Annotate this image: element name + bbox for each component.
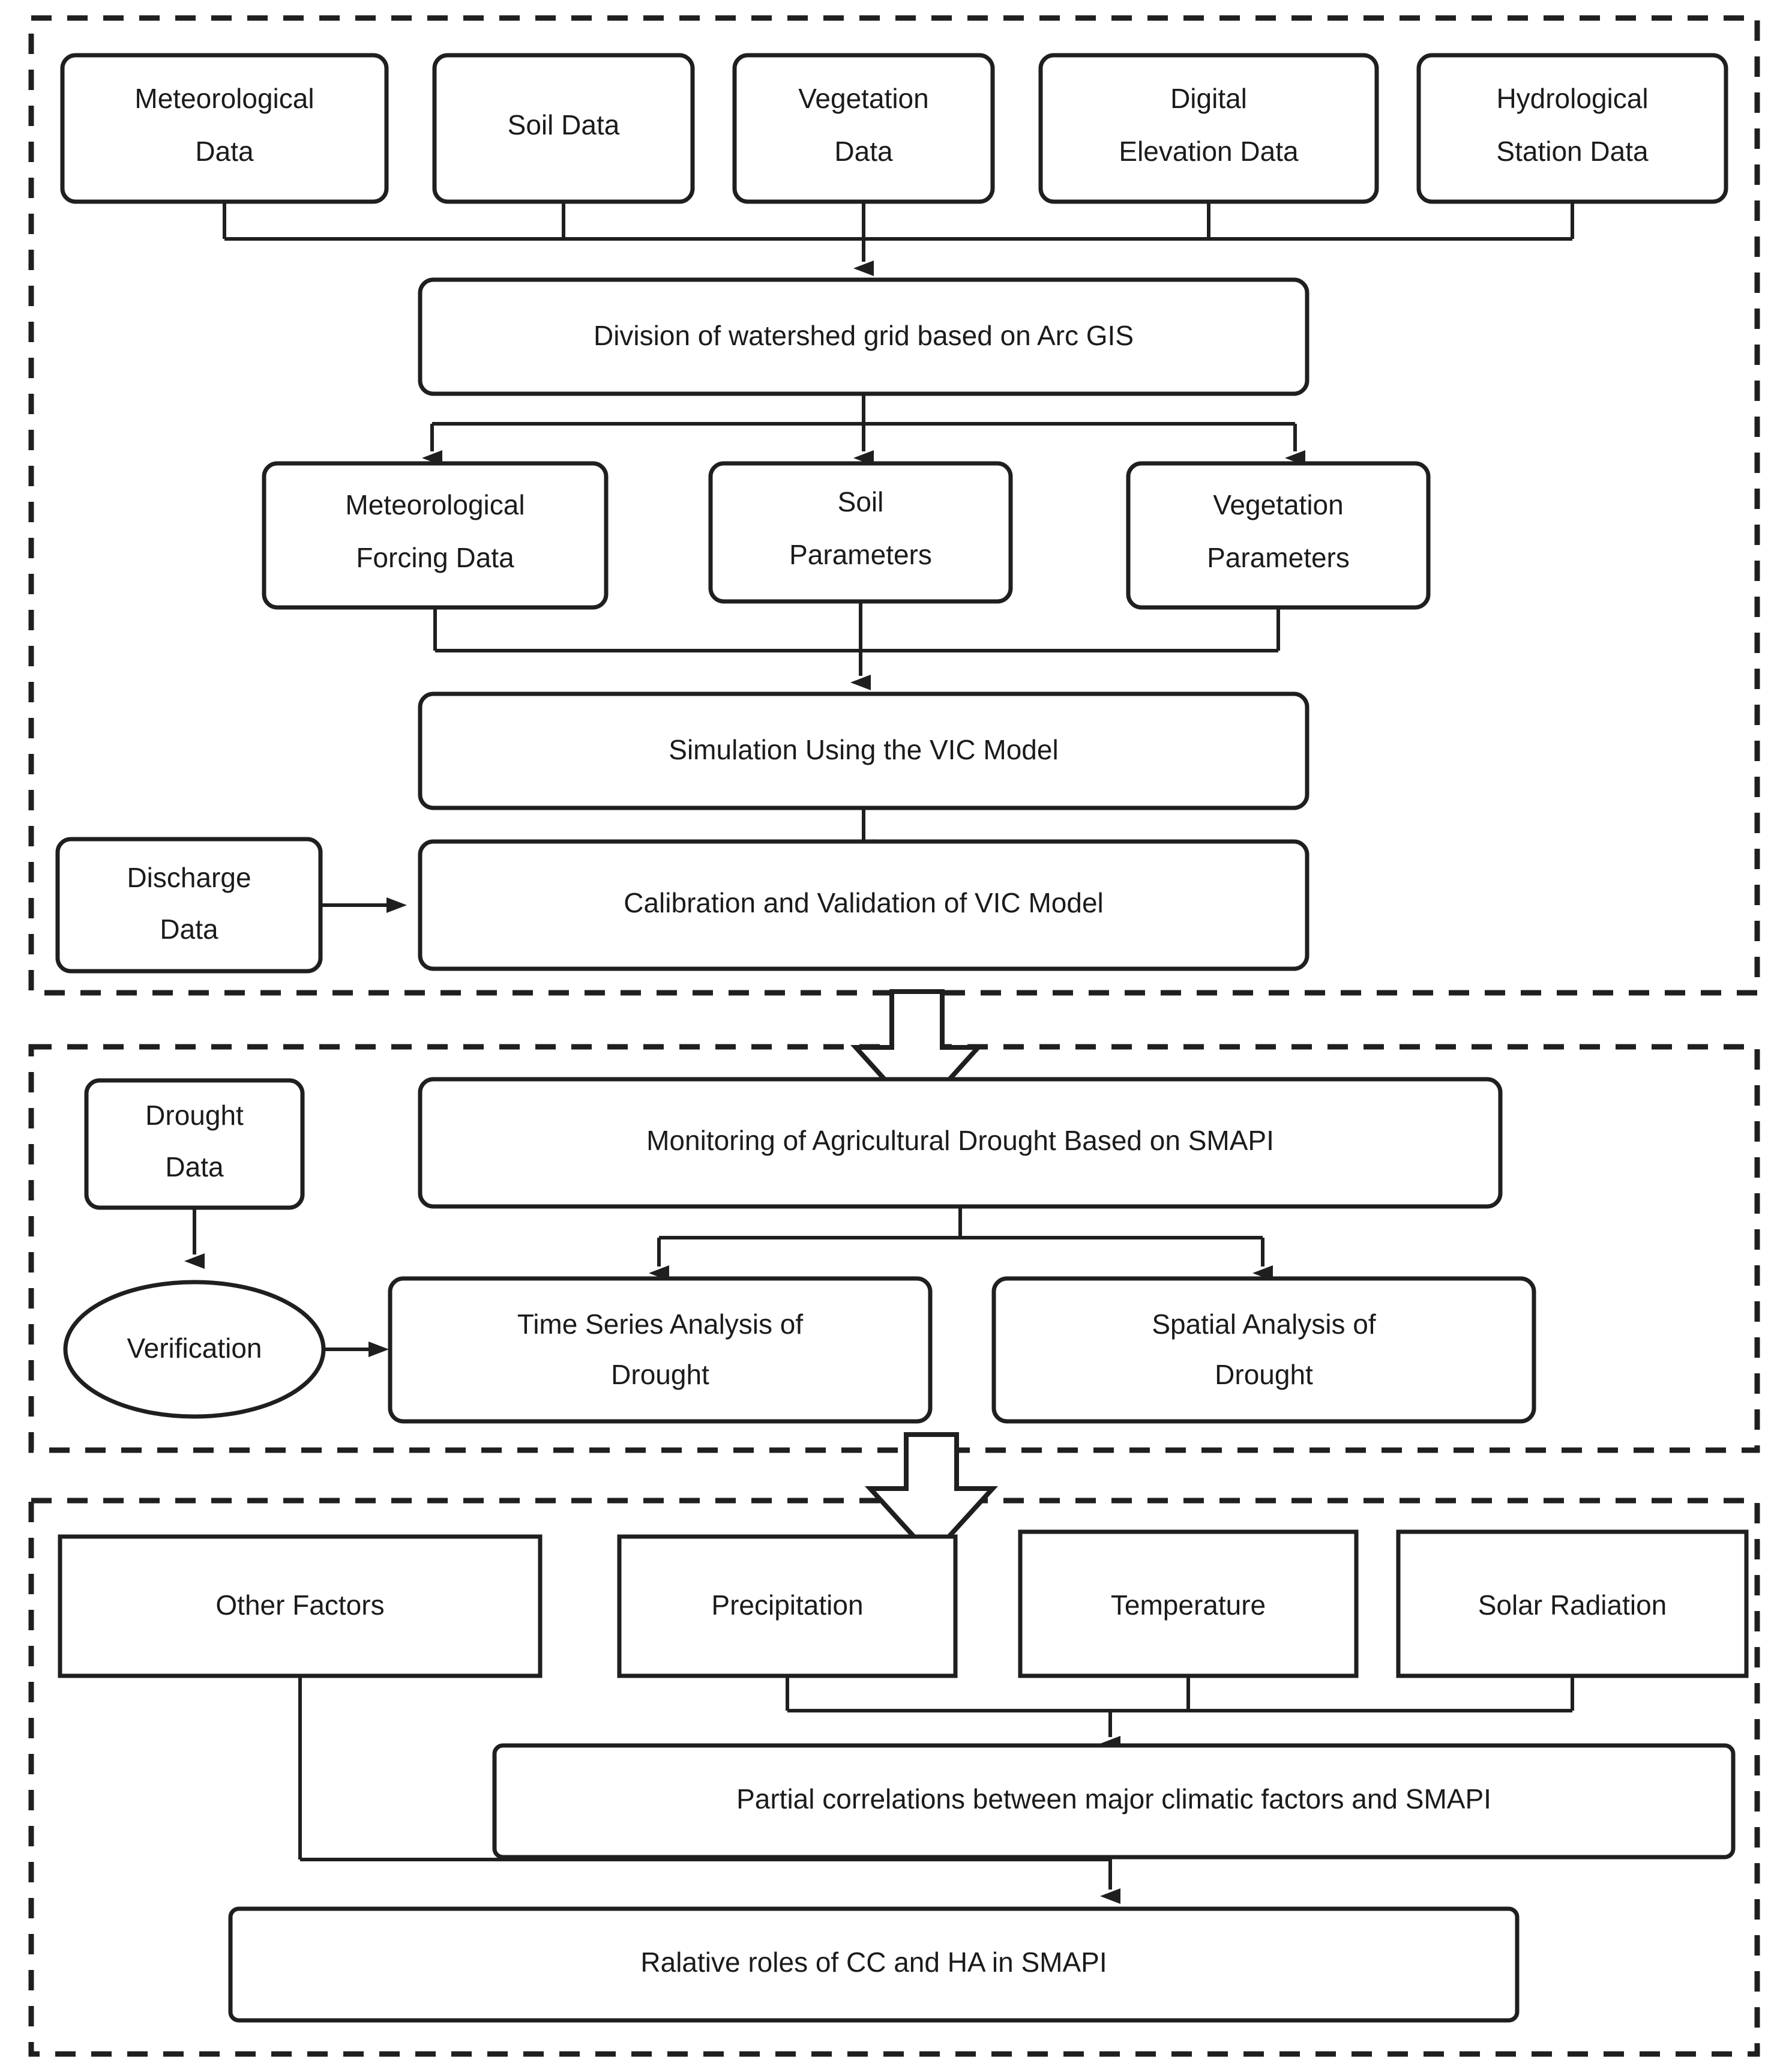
factor-box-temperature[interactable]: Temperature: [1018, 1529, 1359, 1678]
input-label-meteorological-line2: Data: [195, 136, 254, 167]
label-time-series-line1: Time Series Analysis of: [517, 1309, 804, 1340]
connector-monitoring-to-analyses: [649, 1206, 1273, 1281]
connector-climatic-factors-to-partial-correlations: [786, 1676, 1574, 1751]
process-box-spatial-analysis[interactable]: Spatial Analysis of Drought: [991, 1276, 1536, 1424]
input-label-soil-data: Soil Data: [508, 109, 620, 140]
input-box-hydrological-station-data[interactable]: Hydrological Station Data: [1416, 53, 1728, 204]
section-2-border: [28, 1044, 1760, 1453]
label-solar-radiation: Solar Radiation: [1478, 1589, 1667, 1621]
label-partial-correlations: Partial correlations between major clima…: [736, 1783, 1491, 1815]
section-1-border: [28, 15, 1760, 996]
factor-box-other-factors[interactable]: Other Factors: [58, 1534, 543, 1678]
param-label-forcing-line2: Forcing Data: [356, 542, 514, 573]
connector-grid-to-parameters: [422, 394, 1305, 466]
param-label-veg-line2: Parameters: [1207, 542, 1350, 573]
process-box-monitoring-smapi[interactable]: Monitoring of Agricultural Drought Based…: [418, 1077, 1503, 1209]
input-box-soil-data[interactable]: Soil Data: [432, 53, 695, 204]
param-box-vegetation-parameters[interactable]: Vegetation Parameters: [1126, 461, 1431, 610]
discharge-label-line1: Discharge: [127, 862, 251, 893]
connector-discharge-to-calibration: [320, 897, 407, 913]
label-verification: Verification: [127, 1333, 262, 1364]
label-calibration: Calibration and Validation of VIC Model: [624, 887, 1104, 918]
process-box-calibration-validation[interactable]: Calibration and Validation of VIC Model: [418, 839, 1309, 971]
input-box-discharge-data[interactable]: Discharge Data: [55, 837, 323, 974]
factor-box-solar-radiation[interactable]: Solar Radiation: [1396, 1529, 1749, 1678]
input-box-digital-elevation-data[interactable]: Digital Elevation Data: [1038, 53, 1379, 204]
drought-data-label-line1: Drought: [145, 1100, 244, 1131]
connector-parameters-to-simulation: [433, 601, 1280, 690]
param-label-forcing-line1: Meteorological: [345, 489, 525, 520]
label-spatial-line2: Drought: [1215, 1359, 1313, 1390]
process-box-simulation-vic-model[interactable]: Simulation Using the VIC Model: [418, 691, 1309, 810]
process-box-partial-correlations[interactable]: Partial correlations between major clima…: [492, 1743, 1736, 1860]
param-label-soil-line2: Parameters: [789, 539, 932, 570]
label-grid-division: Division of watershed grid based on Arc …: [594, 320, 1134, 351]
input-label-vegetation-line1: Vegetation: [798, 83, 928, 114]
label-spatial-line1: Spatial Analysis of: [1152, 1309, 1376, 1340]
param-box-meteorological-forcing-data[interactable]: Meteorological Forcing Data: [262, 461, 609, 610]
connector-other-factors-to-relative-roles: [298, 1676, 1110, 1861]
section-3-border: [28, 1498, 1760, 2057]
process-box-relative-roles[interactable]: Ralative roles of CC and HA in SMAPI: [228, 1906, 1520, 2023]
label-temperature: Temperature: [1111, 1589, 1266, 1621]
input-label-dem-line2: Elevation Data: [1119, 136, 1299, 167]
label-other-factors: Other Factors: [215, 1589, 384, 1621]
input-box-drought-data[interactable]: Drought Data: [84, 1078, 305, 1210]
input-box-vegetation-data[interactable]: Vegetation Data: [732, 53, 995, 204]
input-box-meteorological-data[interactable]: Meteorological Data: [60, 53, 389, 204]
label-relative-roles: Ralative roles of CC and HA in SMAPI: [640, 1947, 1107, 1978]
label-time-series-line2: Drought: [611, 1359, 709, 1390]
input-label-hydro-line1: Hydrological: [1496, 83, 1648, 114]
discharge-label-line2: Data: [160, 914, 218, 945]
connector-inputs-to-grid: [223, 202, 1574, 276]
decision-ellipse-verification[interactable]: Verification: [63, 1280, 326, 1419]
process-box-time-series-analysis[interactable]: Time Series Analysis of Drought: [388, 1276, 933, 1424]
input-label-dem-line1: Digital: [1170, 83, 1247, 114]
label-precipitation: Precipitation: [711, 1589, 863, 1621]
input-label-hydro-line2: Station Data: [1496, 136, 1649, 167]
input-label-vegetation-line2: Data: [834, 136, 893, 167]
param-label-soil-line1: Soil: [838, 486, 884, 517]
drought-data-label-line2: Data: [165, 1151, 224, 1182]
input-label-meteorological-line1: Meteorological: [134, 83, 314, 114]
connector-verification-to-timeseries: [323, 1342, 389, 1357]
param-label-veg-line1: Vegetation: [1213, 489, 1343, 520]
label-simulation: Simulation Using the VIC Model: [669, 734, 1058, 765]
block-down-arrow-icon-2: [864, 1432, 999, 1559]
param-box-soil-parameters[interactable]: Soil Parameters: [708, 461, 1013, 604]
factor-box-precipitation[interactable]: Precipitation: [617, 1534, 958, 1678]
process-box-division-of-watershed-grid[interactable]: Division of watershed grid based on Arc …: [418, 277, 1309, 396]
label-monitoring-smapi: Monitoring of Agricultural Drought Based…: [646, 1125, 1274, 1156]
